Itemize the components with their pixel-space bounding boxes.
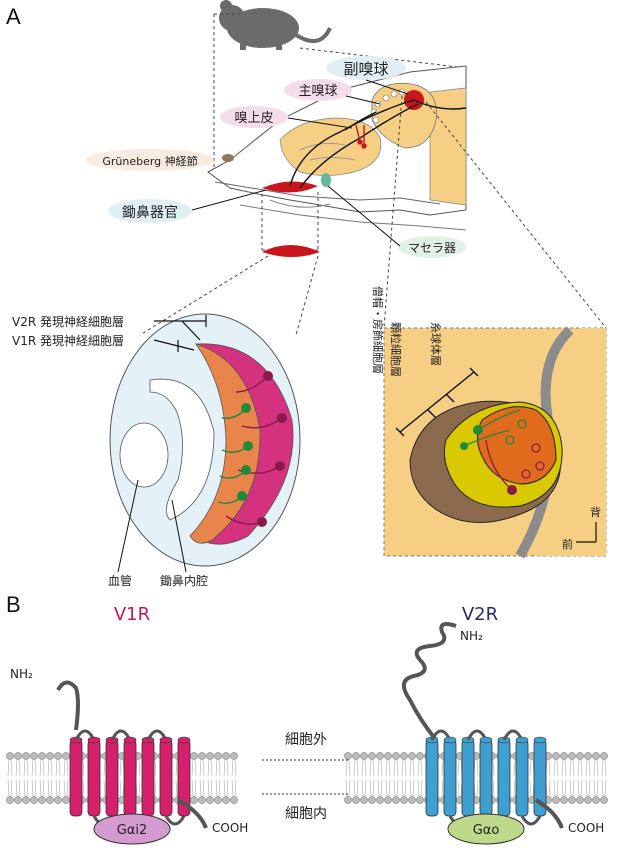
- svg-text:Grüneberg 神経節: Grüneberg 神経節: [102, 154, 197, 168]
- label-anterior: 前: [562, 537, 573, 551]
- v2r-c-terminus: [534, 798, 564, 829]
- label-v1r-layer: V1R 発現神経細胞層: [12, 334, 124, 348]
- label-olfactory-epithelium: 嗅上皮: [220, 106, 288, 128]
- bulb-neurons: [460, 409, 545, 495]
- panel-label-b: B: [6, 592, 21, 617]
- v2r-n-terminus: [402, 622, 457, 742]
- v2r-title: V2R: [462, 604, 498, 625]
- g-protein-gao: [447, 813, 525, 845]
- label-main-bulb: 主嗅球: [284, 79, 352, 101]
- leader-lines: [191, 79, 409, 247]
- label-vomeronasal-organ: 鋤鼻器官: [108, 199, 192, 223]
- v2r-cooh: COOH: [568, 821, 604, 835]
- vno-cross-section: [109, 313, 301, 567]
- zoom-lines-vno: [139, 192, 319, 336]
- v1r-title: V1R: [114, 604, 150, 625]
- grueneberg-ganglion: [222, 154, 234, 162]
- svg-text:マセラ器: マセラ器: [408, 241, 456, 255]
- label-dorsal: 背: [590, 505, 601, 519]
- membrane-right: [344, 752, 608, 804]
- zoom-lines-head: [213, 13, 467, 175]
- v1r-n-terminus: [56, 680, 80, 731]
- label-glomerular-layer: 糸球体層: [429, 322, 443, 366]
- label-granule-layer: 顆粒細胞層: [389, 322, 403, 377]
- leader-lines-vno: [117, 479, 187, 573]
- svg-text:嗅上皮: 嗅上皮: [234, 111, 273, 126]
- bulb-detail-box: [383, 326, 607, 559]
- septal-organ: [321, 173, 331, 187]
- panel-label-a: A: [6, 4, 21, 29]
- layer-brackets-vno: [153, 315, 207, 352]
- label-blood-vessel: 血管: [108, 573, 132, 588]
- olfactory-neurons: [355, 124, 367, 149]
- v1r-helices: [69, 729, 191, 826]
- g-protein-gai2: [93, 813, 171, 845]
- label-vno-lumen: 鋤鼻内腔: [160, 573, 208, 588]
- v1r-c-terminus: [177, 798, 208, 829]
- axon-paths: [289, 99, 467, 189]
- v1r-cooh: COOH: [212, 821, 248, 835]
- v1r-nh2: NH₂: [10, 667, 33, 681]
- label-accessory-bulb: 副嗅球: [326, 56, 406, 80]
- v2r-nh2: NH₂: [460, 629, 483, 643]
- layer-brackets-bulb: [395, 367, 479, 437]
- main-bulb-glomeruli: [370, 88, 406, 124]
- label-intracellular: 細胞内: [285, 806, 327, 822]
- zoom-lines-bulb: [383, 95, 607, 329]
- mouse-icon: [219, 0, 332, 50]
- g-protein-gao-label: Gαo: [473, 823, 500, 838]
- orientation-marker: [576, 522, 597, 543]
- membrane-left: [6, 752, 238, 804]
- g-protein-gai2-label: Gαi2: [117, 823, 148, 838]
- label-grueneberg: Grüneberg 神経節: [86, 149, 214, 171]
- svg-text:鋤鼻器官: 鋤鼻器官: [122, 204, 178, 221]
- vno-small-section: [262, 245, 320, 257]
- label-mitral-layer: 僧帽・房飾細胞層: [371, 286, 384, 374]
- label-septal-organ: マセラ器: [398, 236, 466, 258]
- svg-text:副嗅球: 副嗅球: [343, 60, 388, 78]
- v2r-helices: [425, 729, 547, 826]
- svg-text:主嗅球: 主嗅球: [298, 84, 337, 99]
- label-v2r-layer: V2R 発現神経細胞層: [12, 315, 124, 329]
- vomeronasal-organ-head: [262, 181, 318, 193]
- label-extracellular: 細胞外: [285, 732, 327, 748]
- vno-neurons: [217, 371, 287, 527]
